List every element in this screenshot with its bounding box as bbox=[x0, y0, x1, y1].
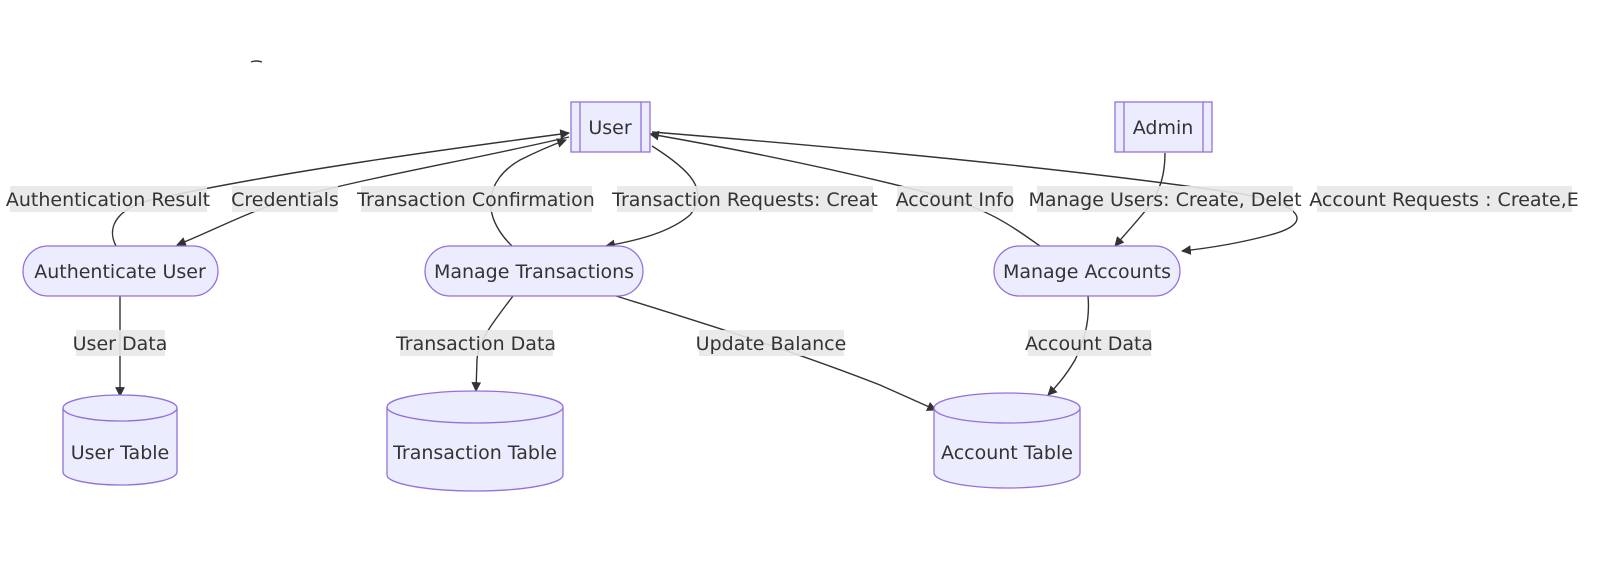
node-authenticate-user-label: Authenticate User bbox=[34, 261, 206, 283]
node-transaction-table: Transaction Table bbox=[386, 390, 564, 492]
node-admin: Admin bbox=[1114, 101, 1213, 153]
edge-label-transaction-confirmation-text: Transaction Confirmation bbox=[356, 189, 595, 211]
edge-label-credentials: Credentials bbox=[231, 186, 339, 212]
node-account-table: Account Table bbox=[933, 392, 1081, 489]
node-user: User bbox=[570, 101, 651, 153]
edge-label-transaction-data-text: Transaction Data bbox=[395, 333, 556, 355]
edge-label-manage-users-text: Manage Users: Create, Delet bbox=[1028, 189, 1301, 211]
node-admin-label: Admin bbox=[1133, 117, 1194, 139]
node-transaction-table-label: Transaction Table bbox=[392, 442, 557, 464]
edge-transaction-confirmation bbox=[489, 138, 567, 247]
edge-authentication-result bbox=[111, 129, 570, 247]
edge-label-account-info-text: Account Info bbox=[896, 189, 1015, 211]
edge-account-data bbox=[1047, 295, 1090, 396]
node-manage-transactions: Manage Transactions bbox=[424, 245, 644, 297]
edge-label-user-data-text: User Data bbox=[73, 333, 168, 355]
edge-label-user-data: User Data bbox=[73, 330, 168, 356]
edge-label-account-data: Account Data bbox=[1025, 330, 1153, 356]
edge-label-account-requests: Account Requests : Create,E bbox=[1309, 186, 1579, 212]
node-user-label: User bbox=[588, 117, 631, 139]
edge-label-account-info: Account Info bbox=[896, 186, 1015, 212]
edge-label-account-data-text: Account Data bbox=[1025, 333, 1153, 355]
node-manage-accounts-label: Manage Accounts bbox=[1003, 261, 1171, 283]
edge-transaction-requests bbox=[605, 145, 699, 250]
edge-label-transaction-data: Transaction Data bbox=[395, 330, 556, 356]
node-authenticate-user: Authenticate User bbox=[22, 245, 219, 297]
stray-mark bbox=[250, 60, 263, 63]
edge-label-transaction-requests-text: Transaction Requests: Creat bbox=[611, 189, 878, 211]
edge-label-update-balance: Update Balance bbox=[696, 330, 847, 356]
edge-label-credentials-text: Credentials bbox=[231, 189, 339, 211]
node-manage-accounts: Manage Accounts bbox=[993, 245, 1181, 297]
edge-label-authentication-result-text: Authentication Result bbox=[6, 189, 210, 211]
node-user-table-label: User Table bbox=[71, 442, 169, 464]
node-manage-transactions-label: Manage Transactions bbox=[434, 261, 634, 283]
edge-label-account-requests-text: Account Requests : Create,E bbox=[1309, 189, 1579, 211]
node-user-table: User Table bbox=[62, 394, 178, 486]
edge-label-transaction-requests: Transaction Requests: Creat bbox=[611, 186, 878, 212]
edge-label-transaction-confirmation: Transaction Confirmation bbox=[356, 186, 595, 212]
edge-label-authentication-result: Authentication Result bbox=[6, 186, 210, 212]
node-account-table-label: Account Table bbox=[941, 442, 1073, 464]
edge-label-update-balance-text: Update Balance bbox=[696, 333, 847, 355]
edge-label-manage-users: Manage Users: Create, Delet bbox=[1028, 186, 1302, 212]
